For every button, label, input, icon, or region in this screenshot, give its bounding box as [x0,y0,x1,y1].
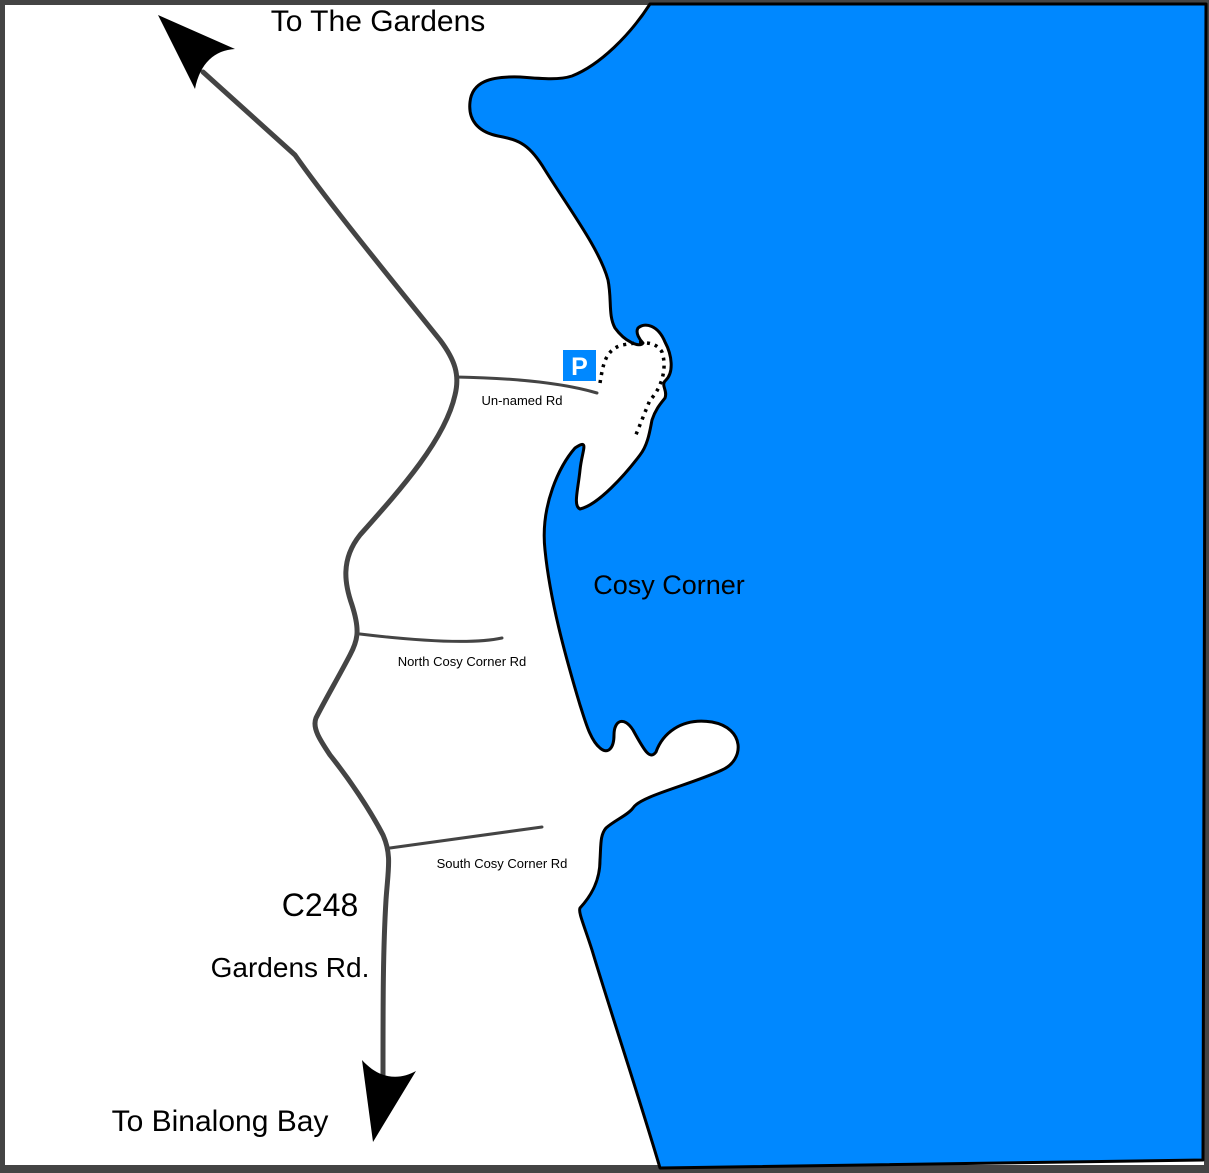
north-direction-label: To The Gardens [271,5,486,38]
unnamed-road-label: Un-named Rd [482,393,563,408]
parking-icon [563,350,596,381]
water-body [468,2,1208,1170]
road-name-label: Gardens Rd. [211,952,370,983]
parking-sign: P [563,350,596,381]
unnamed-road [454,375,599,395]
parking-symbol: P [571,353,588,381]
south-road-label: South Cosy Corner Rd [437,856,568,871]
south-direction-label: To Binalong Bay [112,1105,329,1138]
walking-track [598,340,666,438]
road-number-label: C248 [282,887,359,923]
north-cosy-corner-road [358,632,504,643]
north-road-label: North Cosy Corner Rd [398,654,527,669]
place-label-cosy-corner: Cosy Corner [593,570,745,600]
south-cosy-corner-road [388,825,544,850]
main-road-c248 [200,69,460,1078]
south-arrow-icon [362,1060,416,1142]
north-arrow-icon [158,15,235,89]
